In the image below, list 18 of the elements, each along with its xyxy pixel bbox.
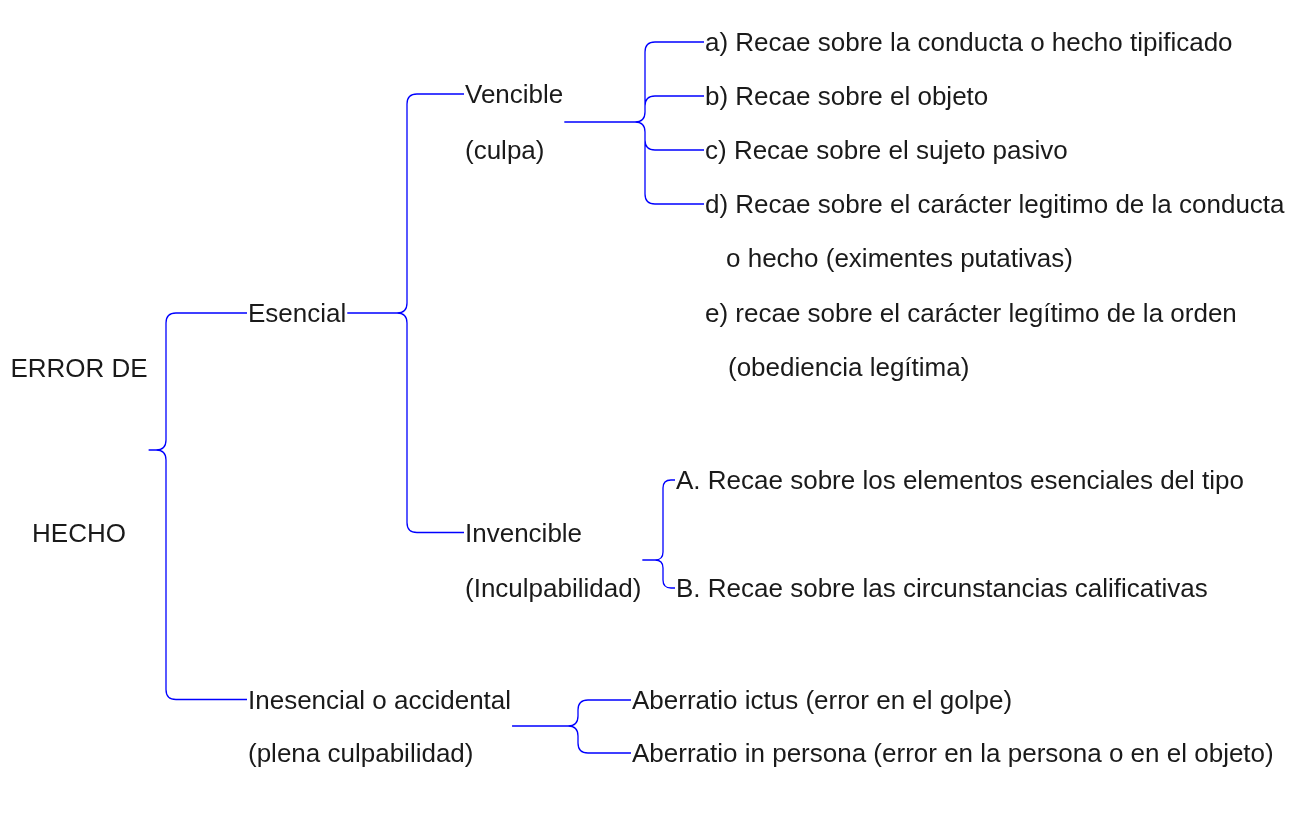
category-label: Inesencial o accidental (plena culpabilidad): [248, 673, 523, 780]
category-label: Invencible (Inculpabilidad): [465, 505, 650, 616]
category-label: b) Recae sobre el objeto: [705, 81, 1295, 111]
category-label: Aberratio in persona (error en la persona o en el objeto): [632, 738, 1297, 768]
category-label: d) Recae sobre el carácter legitimo de la conducta o hecho (eximentes putativas): [705, 177, 1297, 285]
curly-brace: [511, 699, 632, 754]
curly-brace: [346, 93, 465, 534]
category-label: Esencial: [248, 298, 378, 328]
category-label: B. Recae sobre las circunstancias calificativas: [676, 573, 1296, 603]
category-label: c) Recae sobre el sujeto pasivo: [705, 135, 1295, 165]
category-label: Vencible (culpa): [465, 66, 590, 178]
category-label: Aberratio ictus (error en el golpe): [632, 685, 1297, 715]
category-label: a) Recae sobre la conducta o hecho tipificado: [705, 27, 1295, 57]
curly-brace: [148, 312, 248, 701]
curly-brace: [563, 41, 705, 205]
list-item-text: e) recae sobre el carácter legítimo de la orden (obediencia legítima): [705, 297, 1238, 384]
category-label: ERROR DE HECHO: [4, 285, 154, 616]
category-label: A. Recae sobre los elementos esenciales del tipo: [676, 465, 1296, 495]
